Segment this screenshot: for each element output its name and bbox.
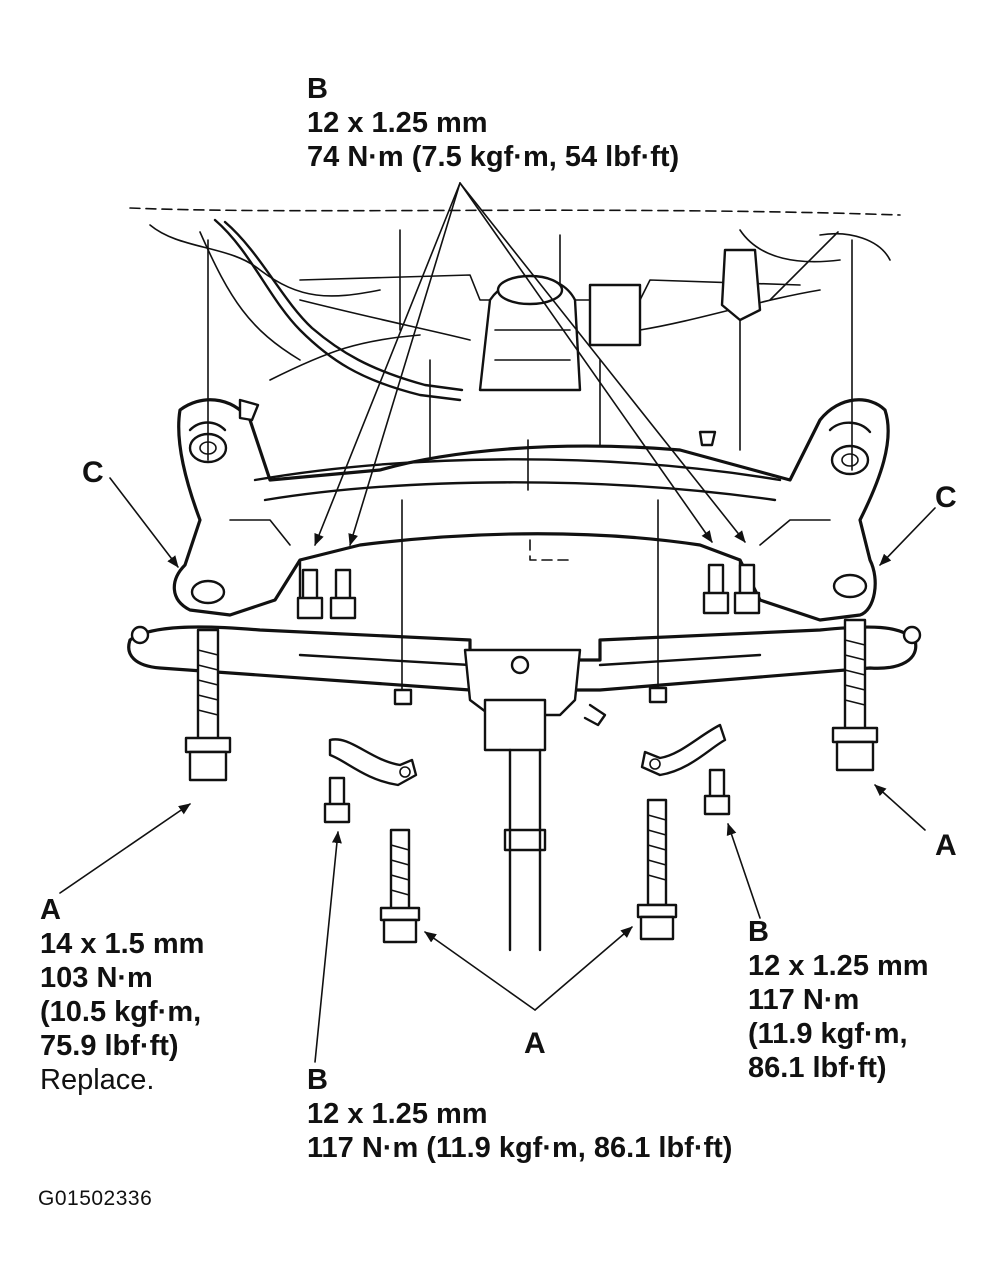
pipe-line bbox=[213, 218, 464, 402]
callout-letter: B bbox=[307, 73, 328, 105]
lower-control-arm bbox=[127, 625, 922, 692]
bolt-a-center-left bbox=[379, 828, 421, 944]
callout-a-left: A 14 x 1.5 mm 103 N·m (10.5 kgf·m, 75.9 … bbox=[40, 893, 204, 1097]
propeller-shaft bbox=[503, 748, 547, 952]
bolt-size: 12 x 1.25 mm bbox=[748, 950, 929, 982]
bracket-right bbox=[640, 686, 727, 777]
bolt-a-left bbox=[184, 628, 232, 782]
bolt-size: 14 x 1.5 mm bbox=[40, 928, 205, 960]
callout-c-right: C bbox=[935, 481, 957, 514]
callout-letter: B bbox=[307, 1064, 328, 1096]
bolt-a-center-right bbox=[636, 798, 678, 941]
callout-c-left: C bbox=[82, 456, 104, 489]
callout-a-center: A bbox=[524, 1027, 546, 1060]
torque-spec-alt: 86.1 lbf·ft) bbox=[748, 1052, 887, 1084]
torque-spec: 103 N·m bbox=[40, 962, 153, 994]
torque-spec: 74 N·m (7.5 kgf·m, 54 lbf·ft) bbox=[307, 141, 680, 173]
figure-id: G01502336 bbox=[38, 1187, 153, 1210]
leader-arrows bbox=[59, 182, 936, 1063]
torque-spec: 117 N·m (11.9 kgf·m, 86.1 lbf·ft) bbox=[307, 1132, 733, 1164]
callout-letter: B bbox=[748, 916, 769, 948]
torque-spec: 117 N·m bbox=[748, 984, 860, 1016]
callout-a-right: A bbox=[935, 829, 957, 862]
bolt-b-lower-right bbox=[703, 768, 731, 816]
bolt-alignment-lines bbox=[207, 239, 853, 701]
bolt-size: 12 x 1.25 mm bbox=[307, 1098, 488, 1130]
differential-mount bbox=[478, 274, 642, 491]
differential-housing bbox=[463, 648, 607, 752]
bolt-size: 12 x 1.25 mm bbox=[307, 107, 488, 139]
rear-subframe bbox=[172, 398, 890, 622]
torque-spec-alt: 75.9 lbf·ft) bbox=[40, 1030, 179, 1062]
callout-letter: A bbox=[40, 894, 61, 926]
bolt-a-right bbox=[831, 618, 879, 772]
bolt-b-lower-left bbox=[323, 776, 351, 824]
callout-b-top: B 12 x 1.25 mm 74 N·m (7.5 kgf·m, 54 lbf… bbox=[307, 72, 679, 174]
callout-b-bottom: B 12 x 1.25 mm 117 N·m (11.9 kgf·m, 86.1… bbox=[307, 1063, 732, 1165]
bolts-b-top bbox=[296, 563, 761, 620]
torque-spec-alt: (11.9 kgf·m, bbox=[748, 1018, 908, 1050]
replace-note: Replace. bbox=[40, 1064, 155, 1096]
stabilizer-link bbox=[238, 248, 762, 451]
torque-spec-alt: (10.5 kgf·m, bbox=[40, 996, 202, 1028]
bracket-left bbox=[328, 688, 418, 787]
callout-b-right: B 12 x 1.25 mm 117 N·m (11.9 kgf·m, 86.1… bbox=[748, 915, 929, 1085]
